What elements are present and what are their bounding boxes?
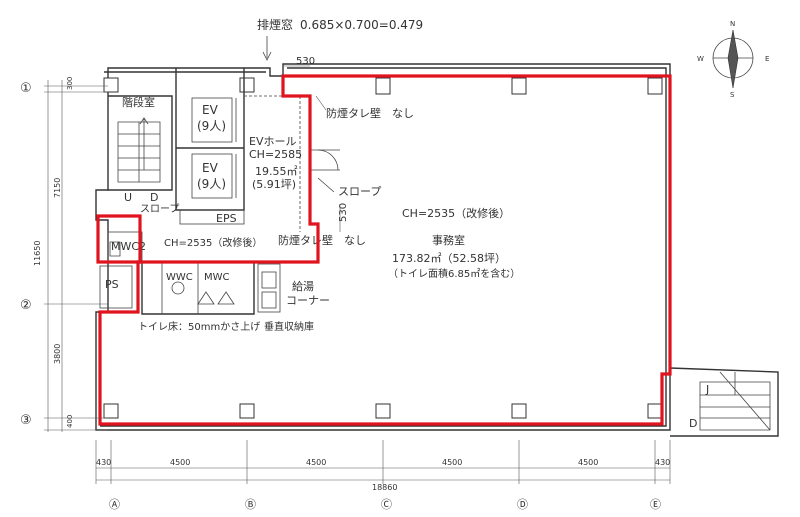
corner-label: コーナー	[286, 294, 330, 307]
eps-label: EPS	[216, 212, 237, 225]
grid-col-c: Ⓒ	[381, 498, 392, 511]
bottom-dimensions	[95, 440, 671, 484]
dim-530-mid: 530	[338, 203, 349, 222]
smoke-wall-bottom: 防煙タレ壁 なし	[278, 233, 366, 247]
lease-boundary	[98, 74, 672, 426]
grid-row-1: ①	[20, 81, 32, 96]
elevator-shafts	[175, 68, 245, 225]
dim-bottom-1: 4500	[170, 458, 190, 467]
ev-hall-area: 19.55㎡	[255, 165, 298, 178]
dim-530-top: 530	[296, 56, 315, 67]
dim-bottom-2: 4500	[306, 458, 326, 467]
office-note: （トイレ面積6.85㎡を含む）	[388, 267, 520, 280]
ev1-capacity: (9人)	[197, 119, 226, 133]
compass-s: S	[730, 91, 735, 99]
stair-d: D	[150, 191, 158, 204]
exhaust-window-label: 排煙窓	[257, 17, 293, 32]
grid-col-e: Ⓔ	[650, 498, 661, 511]
compass-icon: N E S W	[697, 20, 769, 99]
office-area: 173.82㎡（52.58坪）	[392, 252, 506, 265]
ev2-capacity: (9人)	[197, 177, 226, 191]
columns	[103, 77, 663, 419]
office-label: 事務室	[432, 233, 465, 247]
office-ch: CH=2535（改修後）	[402, 206, 510, 220]
exhaust-window-formula: 0.685×0.700=0.479	[300, 18, 423, 32]
mwc-label: MWC	[204, 272, 230, 283]
mwc2-label: MWC2	[111, 240, 146, 253]
grid-col-a: Ⓐ	[109, 498, 120, 511]
grid-row-3: ③	[20, 413, 32, 428]
dim-left-300: 300	[66, 77, 74, 90]
compass-n: N	[730, 20, 735, 28]
stair-u: U	[124, 191, 132, 204]
toilet-boundary	[96, 214, 142, 264]
storage-label: 垂直収納庫	[264, 320, 314, 333]
dim-left-7150: 7150	[53, 178, 62, 198]
ev1-label: EV	[202, 103, 219, 117]
stair-label: 階段室	[122, 95, 155, 109]
grid-row-2: ②	[20, 298, 32, 313]
compass-e: E	[765, 55, 769, 63]
kyuto-label: 給湯	[292, 279, 314, 293]
left-dimensions	[44, 80, 108, 432]
dim-bottom-5: 430	[655, 458, 670, 467]
dim-left-400: 400	[66, 415, 74, 428]
slope-left-label: スロープ	[140, 203, 179, 215]
grid-col-b: Ⓑ	[245, 498, 256, 511]
wwc-label: WWC	[166, 272, 193, 283]
ext-stair-d: D	[689, 417, 697, 430]
grid-col-d: Ⓓ	[517, 498, 528, 511]
dim-bottom-0: 430	[96, 458, 111, 467]
ext-stair-j: J	[705, 383, 709, 396]
dim-bottom-3: 4500	[442, 458, 462, 467]
stair-room	[108, 95, 173, 191]
smoke-wall-top: 防煙タレ壁 なし	[326, 106, 414, 120]
ev2-label: EV	[202, 161, 219, 175]
slope-top-label: スロープ	[338, 185, 381, 198]
dim-left-11650: 11650	[33, 241, 42, 266]
compass-w: W	[697, 55, 704, 63]
dim-bottom-4: 4500	[578, 458, 598, 467]
toilet-ch: CH=2535（改修後）	[164, 236, 262, 249]
building-walls	[95, 63, 779, 437]
ev-hall-ch: CH=2585	[249, 148, 302, 161]
ev-hall-label: EVホール	[249, 135, 296, 148]
ps-label: PS	[105, 278, 119, 291]
dim-left-3800: 3800	[53, 344, 62, 364]
toilet-floor-note: トイレ床：50mmかさ上げ	[138, 320, 260, 333]
dim-bottom-total: 18860	[372, 483, 397, 492]
ev-hall-tsubo: (5.91坪)	[252, 178, 296, 191]
